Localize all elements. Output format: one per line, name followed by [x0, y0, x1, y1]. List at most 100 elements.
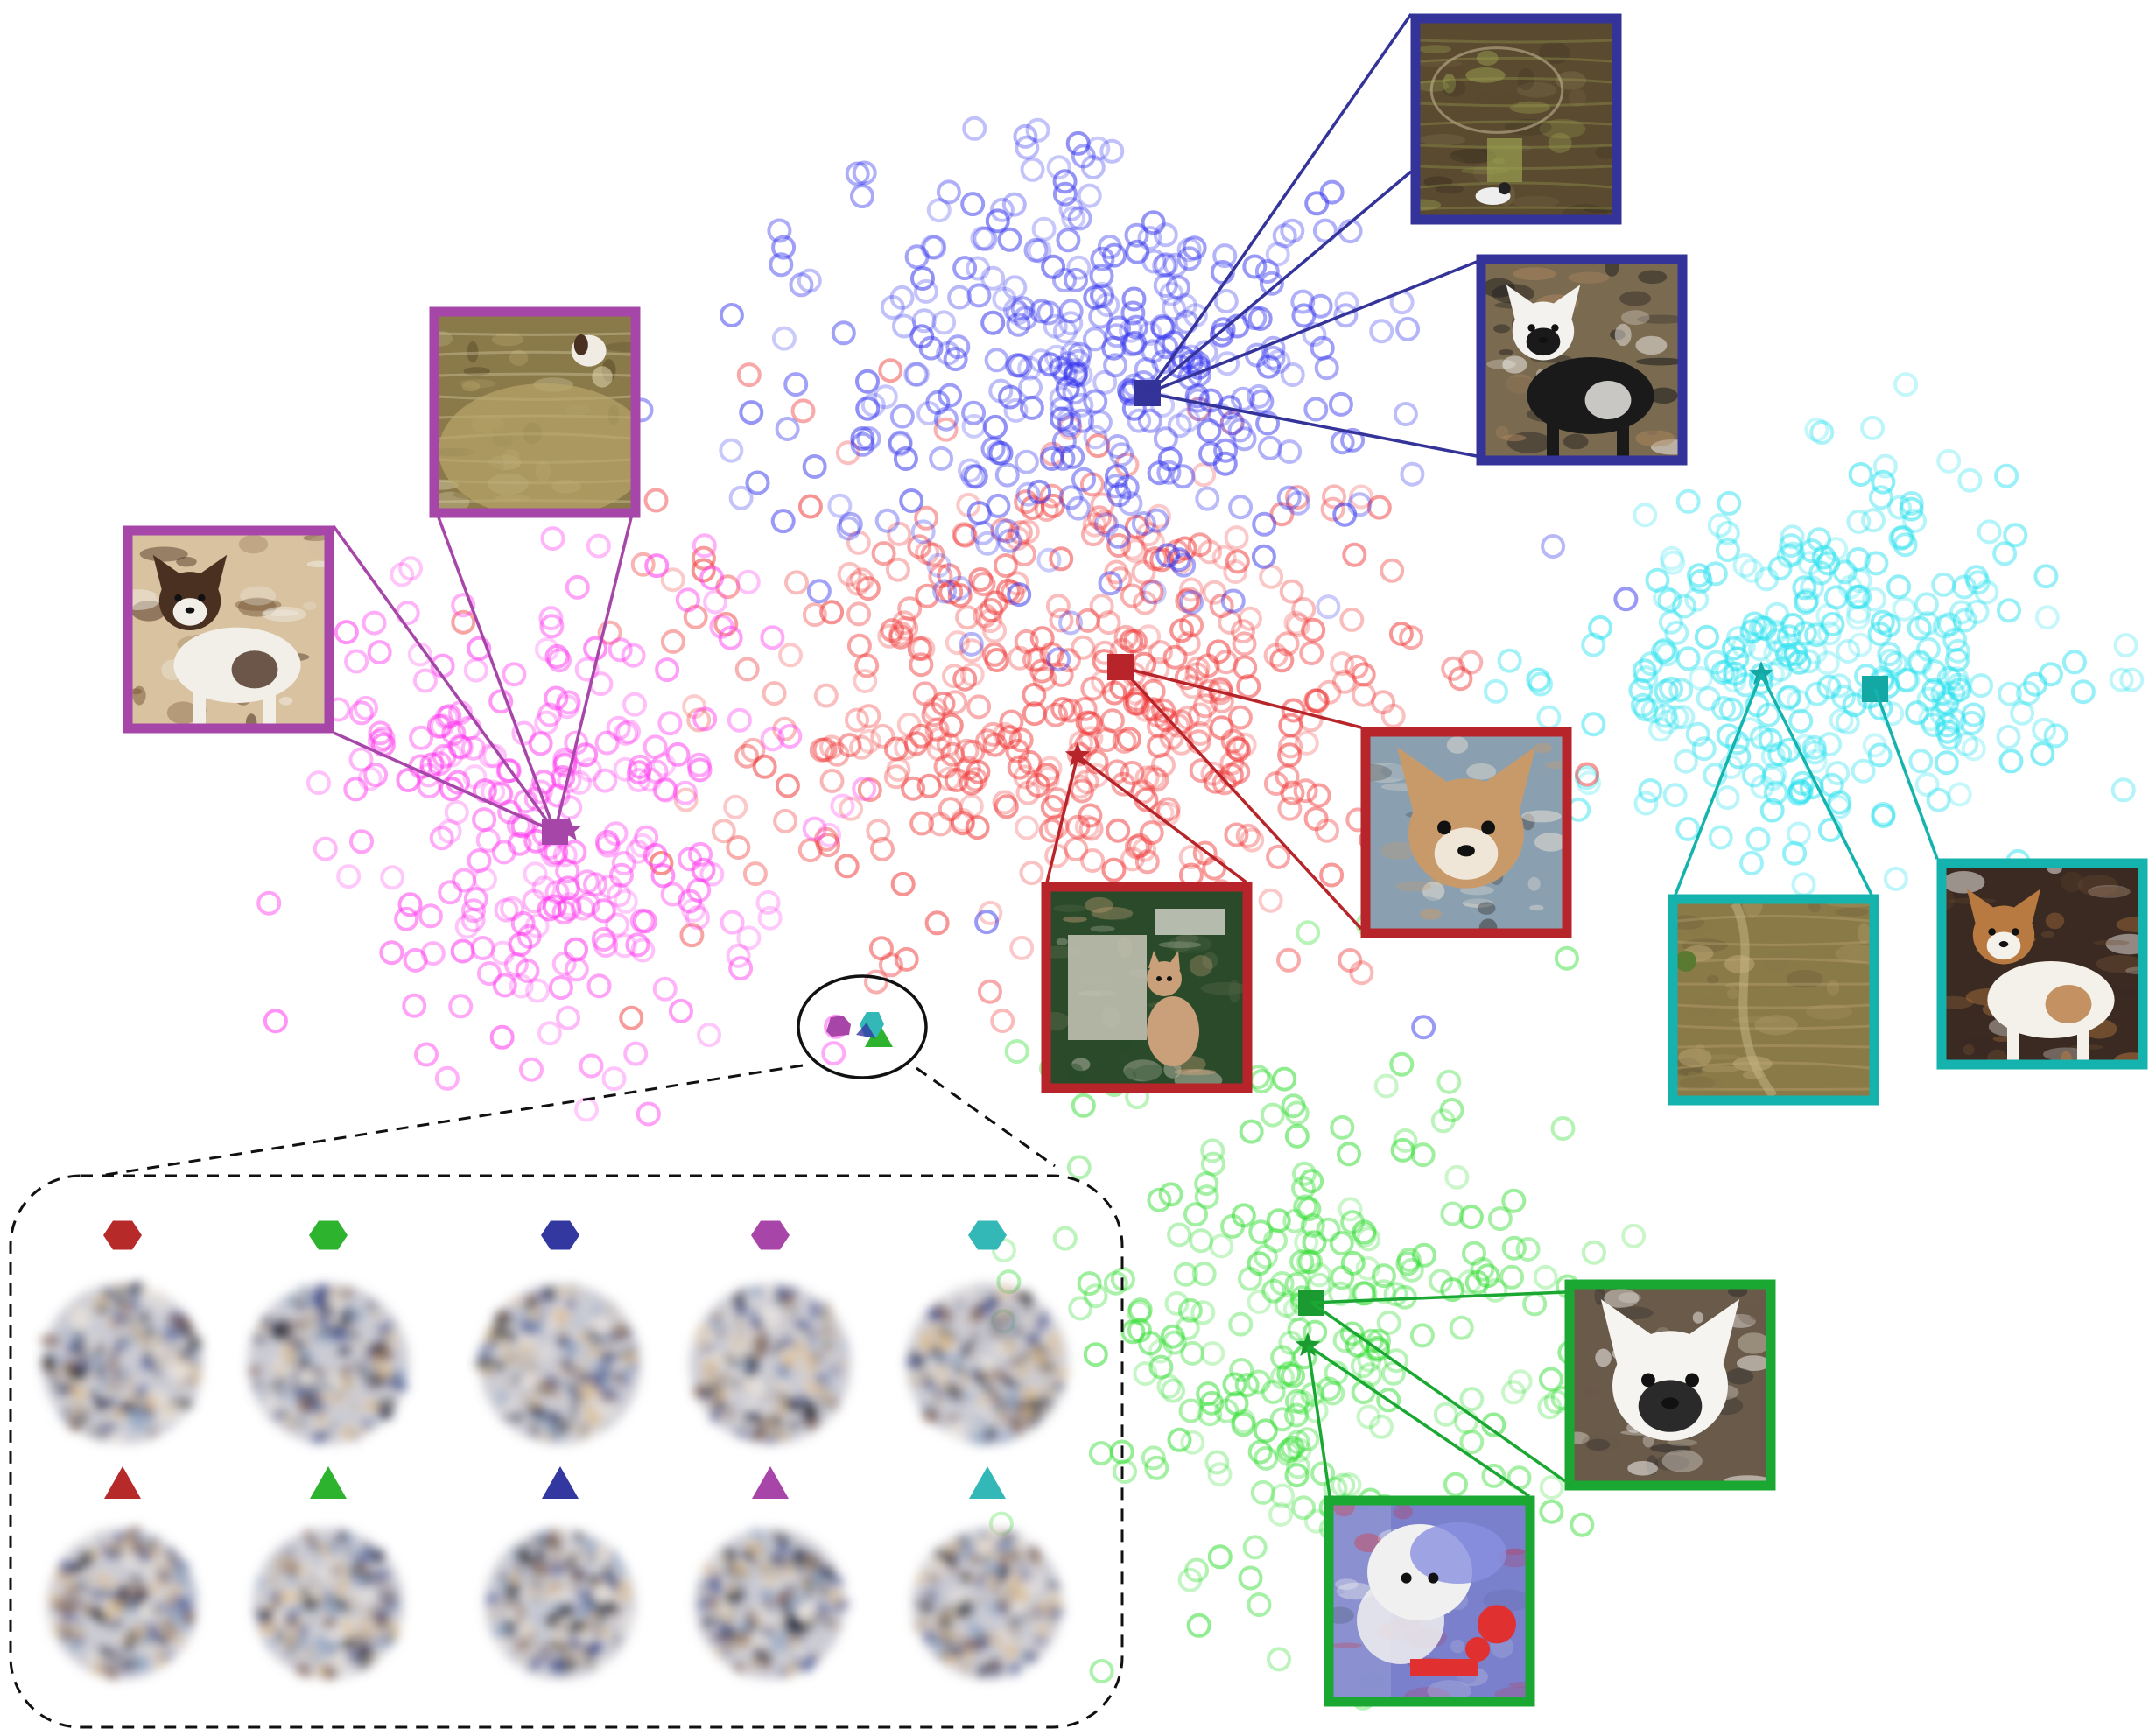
data-point [924, 717, 950, 742]
data-point [837, 561, 862, 587]
data-point [1119, 318, 1143, 343]
data-point [931, 310, 957, 335]
data-point [1998, 681, 2022, 706]
thumbnail-green-dog [1564, 1279, 1776, 1491]
data-point [1209, 715, 1234, 741]
data-point [1330, 651, 1355, 677]
data-point [601, 1066, 627, 1092]
data-point [1411, 1242, 1436, 1268]
data-point [1083, 425, 1108, 450]
data-point [1633, 503, 1658, 528]
data-point [1860, 415, 1886, 440]
data-point [1235, 823, 1261, 848]
data-point [1997, 598, 2021, 623]
data-point [1006, 312, 1031, 337]
data-point [603, 821, 629, 847]
data-point [1207, 1462, 1233, 1487]
data-point [1058, 311, 1084, 336]
data-point [1691, 736, 1717, 762]
data-point [500, 896, 525, 921]
data-point [1265, 242, 1290, 267]
thumbnail-frame [123, 525, 334, 734]
data-point [1577, 770, 1601, 796]
data-point [762, 681, 787, 706]
data-point [1124, 314, 1148, 340]
data-point [1151, 752, 1176, 777]
zoom-marker [856, 1023, 875, 1038]
data-point [1284, 1100, 1310, 1126]
data-point [564, 957, 589, 982]
data-point [1167, 1222, 1192, 1248]
data-point [1232, 631, 1257, 657]
data-point [856, 728, 881, 754]
data-point [368, 728, 392, 754]
data-point [797, 494, 823, 519]
data-point [437, 819, 462, 844]
data-point [1272, 223, 1297, 249]
data-point [1290, 289, 1316, 314]
data-point [997, 528, 1022, 553]
data-point [1317, 1376, 1342, 1402]
data-point [993, 553, 1018, 578]
data-point [838, 511, 863, 537]
data-point [1088, 1441, 1113, 1466]
data-point [1144, 1455, 1169, 1480]
data-point [1369, 1414, 1394, 1439]
data-point [1120, 332, 1145, 357]
data-point [451, 593, 476, 618]
data-point [1029, 299, 1054, 324]
data-point [687, 757, 713, 783]
data-point [1888, 525, 1914, 551]
data-point [605, 912, 629, 938]
star-marker-green [1295, 1332, 1321, 1357]
zoom-leader-line [99, 1064, 804, 1177]
data-point [1369, 319, 1394, 344]
data-point [1742, 611, 1767, 636]
cluster-cyan [1484, 372, 2145, 923]
data-point [888, 430, 913, 455]
data-point [1846, 509, 1872, 534]
data-point [1137, 321, 1162, 346]
data-point [1304, 191, 1330, 216]
thumbnail-image [1946, 868, 2138, 1060]
star-marker-magenta [556, 817, 582, 841]
data-point [1005, 739, 1030, 763]
data-point [1350, 1353, 1375, 1379]
data-point [1303, 397, 1329, 422]
data-point [916, 773, 942, 798]
data-point [1333, 303, 1359, 328]
cluster-magenta [229, 450, 877, 1127]
data-point [1165, 713, 1190, 738]
hexagon-marker [103, 1220, 142, 1250]
data-point [1715, 520, 1740, 545]
data-point [1352, 1281, 1378, 1306]
data-point [1004, 1039, 1029, 1064]
data-point [652, 777, 678, 802]
data-point [1357, 1347, 1382, 1373]
data-point [1441, 656, 1466, 681]
data-point [1878, 648, 1903, 673]
data-point [1793, 734, 1818, 759]
data-point [1722, 668, 1747, 693]
data-point [1315, 818, 1339, 843]
data-point [463, 657, 488, 683]
data-point [938, 713, 964, 738]
data-point [802, 453, 827, 479]
thumbnail-cyan-texture [1668, 894, 1879, 1106]
data-point [985, 208, 1010, 234]
data-point [1080, 155, 1106, 179]
data-point [1786, 689, 1811, 714]
data-point [1688, 569, 1713, 594]
data-point [1254, 259, 1280, 284]
data-point [741, 737, 766, 763]
hexagon-marker [751, 1220, 790, 1250]
data-point [1788, 708, 1814, 734]
data-point [945, 334, 971, 360]
data-point [1797, 551, 1822, 576]
data-point [616, 719, 642, 744]
data-point [839, 796, 864, 821]
data-point [1070, 408, 1095, 433]
data-point [975, 728, 1000, 754]
thumbnail-image [132, 535, 325, 724]
data-point [1299, 641, 1324, 665]
